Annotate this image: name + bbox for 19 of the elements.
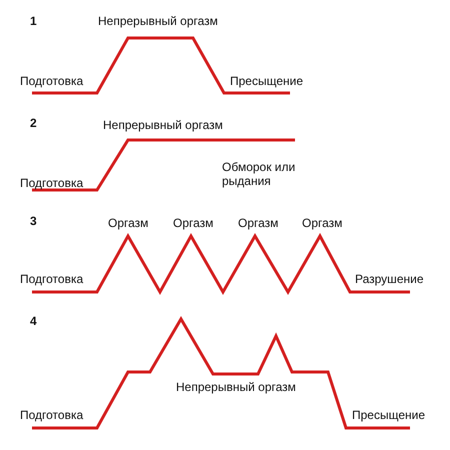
- phase-label: Пресыщение: [352, 408, 426, 422]
- phase-label: Пресыщение: [230, 74, 304, 88]
- phase-label: Оргазм: [108, 216, 148, 230]
- panel-number: 4: [30, 314, 37, 328]
- phase-label: Обморок или рыдания: [222, 160, 296, 188]
- phase-label: Оргазм: [302, 216, 342, 230]
- phase-label: Подготовка: [20, 408, 84, 422]
- phase-label: Оргазм: [173, 216, 214, 230]
- phase-label: Оргазм: [238, 216, 278, 230]
- phase-label: Непрерывный оргазм: [98, 14, 218, 28]
- phase-label: Подготовка: [20, 74, 84, 88]
- panel-number: 1: [30, 14, 37, 28]
- panel-number: 2: [30, 116, 37, 130]
- panel-number: 3: [30, 214, 37, 228]
- phase-label: Непрерывный оргазм: [103, 118, 223, 132]
- phase-label: Разрушение: [355, 272, 424, 286]
- phase-label: Подготовка: [20, 272, 84, 286]
- phase-label: Непрерывный оргазм: [176, 380, 296, 394]
- phase-label: Подготовка: [20, 176, 84, 190]
